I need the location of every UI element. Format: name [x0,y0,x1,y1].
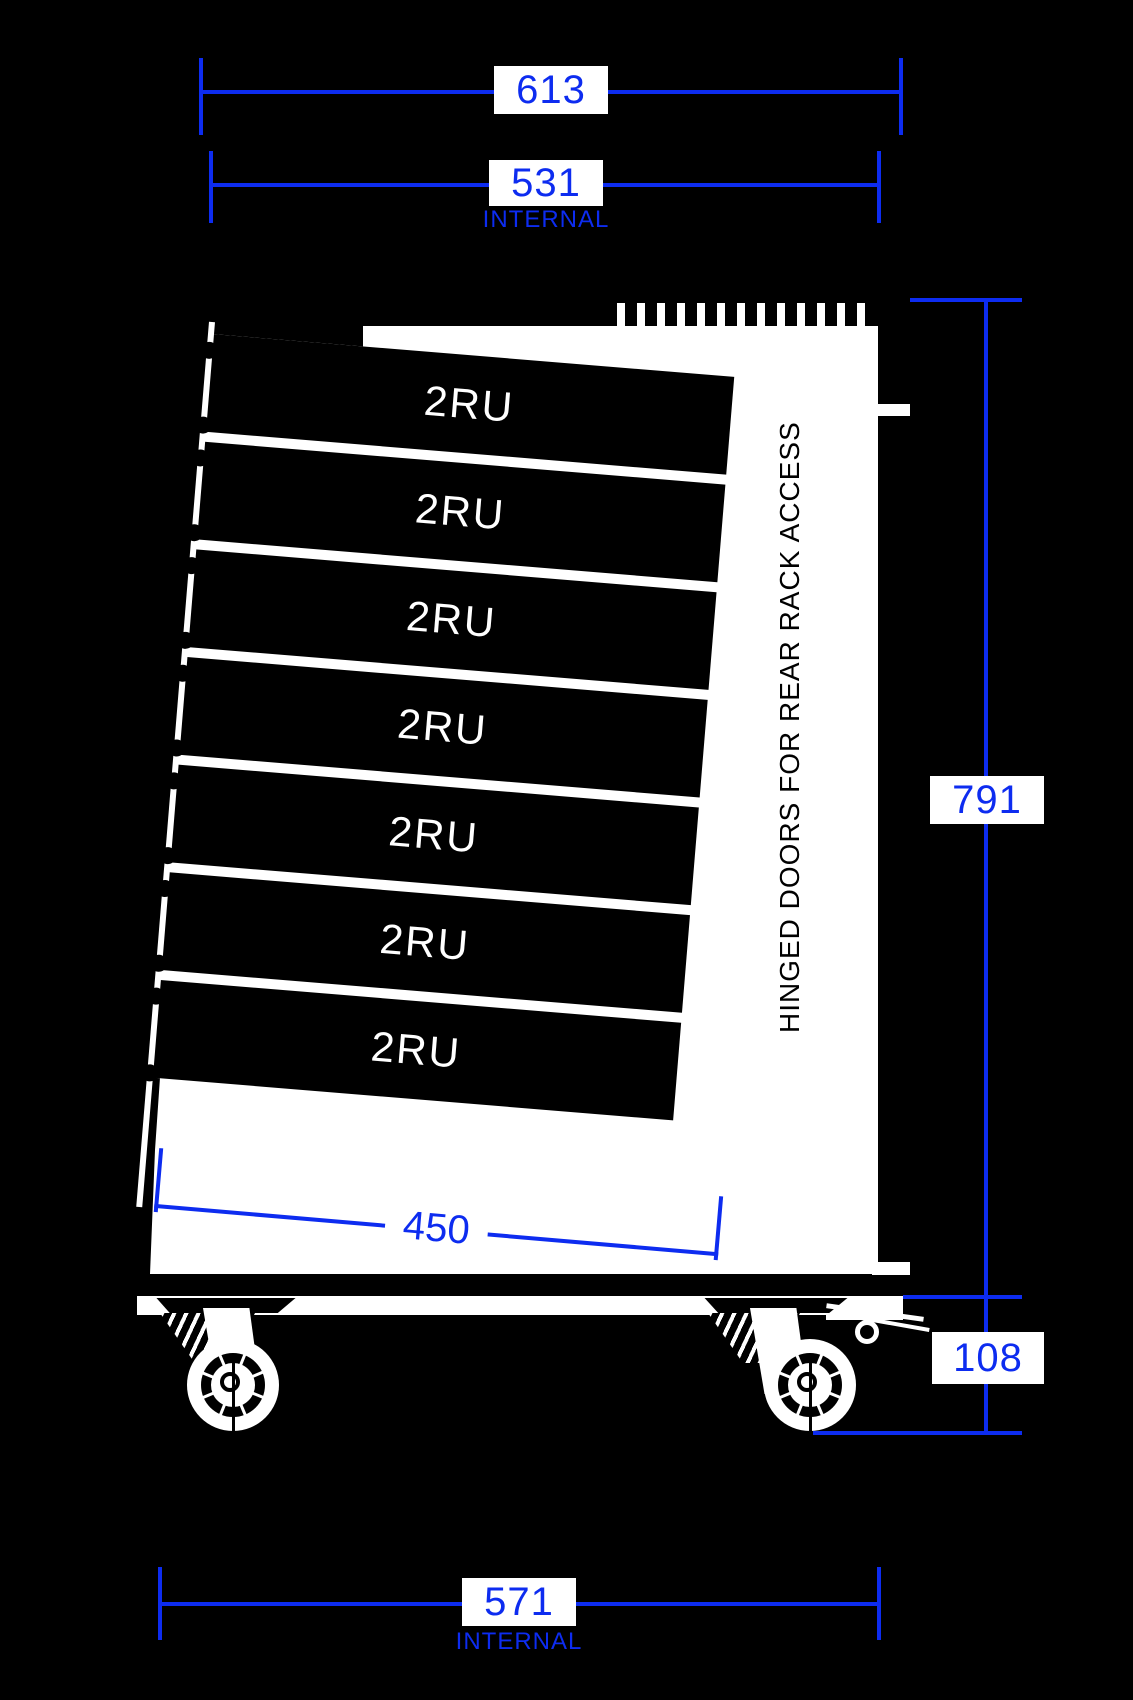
brake-pivot [855,1320,879,1344]
dim-791-108-line [984,298,988,1435]
vent-tooth [697,303,705,326]
panel-label: 2RU [378,914,472,970]
wheel-bolt [220,1372,240,1392]
vent-tooth [677,303,685,326]
vent-tooth [717,303,725,326]
dim-531-tick-left [209,151,213,223]
dim-613-label: 613 [494,66,608,114]
dim-571-internal-note: INTERNAL [455,1628,583,1655]
axle-line-left [232,1358,235,1433]
vent-tooth [817,303,825,326]
dim-613-tick-right [899,58,903,135]
dim-571-label: 571 [462,1578,576,1626]
vent-tooth [757,303,765,326]
dim-531-label: 531 [489,160,603,206]
wheel-bolt [797,1372,817,1392]
door-hinge-tab-bottom [872,1262,910,1275]
panel-label: 2RU [422,376,516,431]
panel-label: 2RU [369,1022,463,1077]
rack-stack: 2RU 2RU 2RU 2RU 2RU 2RU 2RU [136,321,735,1208]
vent-tooth [797,303,805,326]
vent-tooth [857,303,865,326]
vent-tooth [617,303,625,326]
dim-108-label: 108 [932,1332,1044,1384]
dim-531-internal-note: INTERNAL [482,206,610,233]
caster-mount-left [156,1298,296,1313]
dim-571-tick-left [158,1567,162,1640]
vent-tooth [657,303,665,326]
vent-tooth [777,303,785,326]
dim-571-tick-right [877,1567,881,1640]
door-hinge-tab-top [874,404,910,416]
dim-531-tick-right [877,151,881,223]
caster-mount-right [704,1298,848,1313]
vent-tooth [837,303,845,326]
dim-791-tick-top [910,298,1022,302]
dim-791-label: 791 [930,776,1044,824]
panel-label: 2RU [395,699,490,754]
axle-line-right [809,1358,812,1433]
vent-tooth [637,303,645,326]
dim-108-tick-floor [813,1431,1022,1435]
door-note: HINGED DOORS FOR REAR RACK ACCESS [774,421,805,1033]
panel-label: 2RU [413,484,508,539]
panel-label: 2RU [404,591,499,647]
dim-791-tick-bottom [903,1295,1022,1299]
dim-613-tick-left [199,58,203,135]
panel-label: 2RU [386,807,481,862]
dim-450-label: 450 [382,1195,490,1261]
hinge-dot [140,1063,159,1083]
vent-tooth [737,303,745,326]
